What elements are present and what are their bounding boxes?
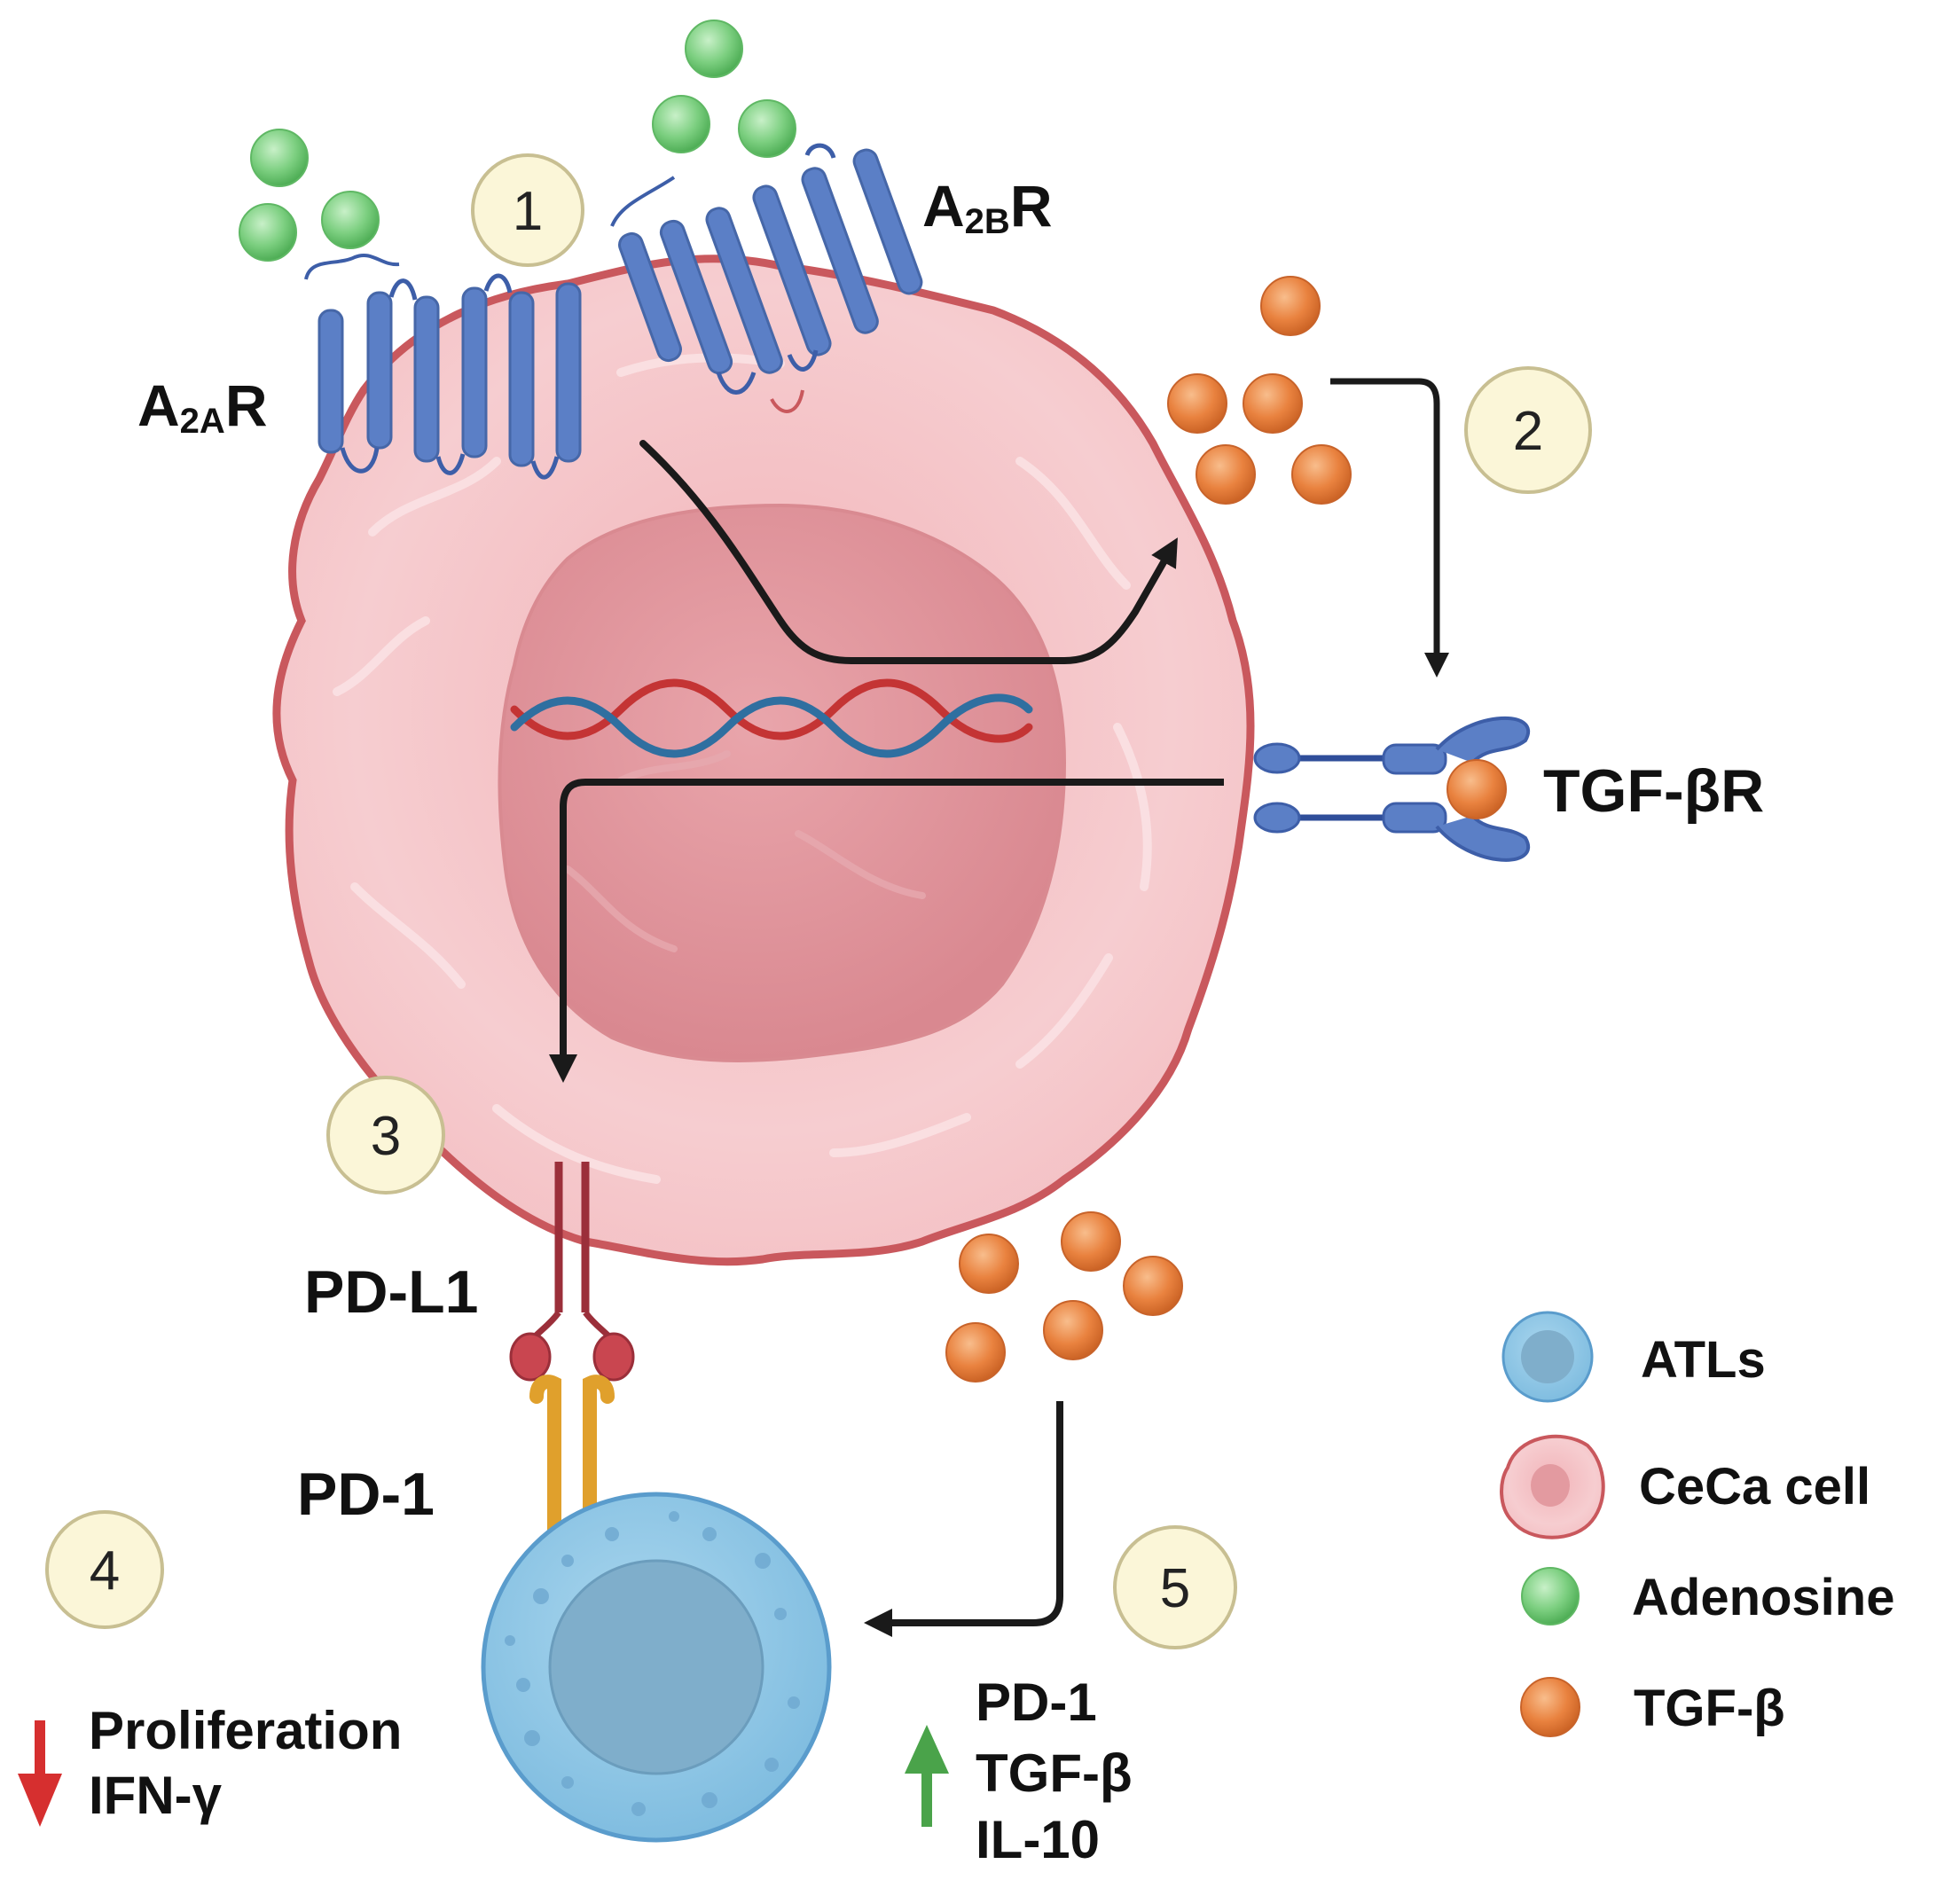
adenosine-cluster-right: [652, 20, 796, 158]
pdl1-label: PD-L1: [304, 1258, 478, 1326]
adenosine-icon: [1521, 1567, 1580, 1625]
a2ar-label: A2AR: [137, 372, 267, 441]
step-2-label: 2: [1513, 401, 1543, 462]
legend-adenosine-label: Adenosine: [1632, 1569, 1895, 1626]
down-arrow-icon: [18, 1720, 62, 1827]
atl-cell-icon: [1501, 1311, 1594, 1403]
pd1-label: PD-1: [297, 1461, 435, 1528]
arrow-tgfb-to-receptor: [1330, 378, 1449, 678]
step-4-badge: 4: [45, 1510, 164, 1629]
arrow-adenosine-to-tgfb: [639, 440, 1178, 664]
tgfb-cluster-secreted: [1167, 276, 1352, 505]
nucleus-texture: [564, 750, 926, 952]
atl-cell: [481, 1492, 832, 1843]
step-3-label: 3: [371, 1106, 401, 1167]
arrow-receptor-to-pdl1: [549, 779, 1224, 1083]
pdl1-molecule: [509, 1162, 635, 1382]
up-arrow-icon: [905, 1725, 949, 1827]
legend-atls-label: ATLs: [1641, 1331, 1766, 1389]
tgfb-receptor: [1253, 717, 1530, 862]
adenosine-cluster-left: [239, 129, 380, 262]
arrow-tgfb-to-atl: [864, 1401, 1063, 1637]
effect-pd1-up: PD-1: [976, 1672, 1097, 1732]
step-1-label: 1: [513, 181, 543, 242]
effect-tgfb-up: TGF-β: [976, 1743, 1133, 1803]
tgfbr-label: TGF-βR: [1543, 757, 1764, 825]
effect-proliferation: Proliferation: [89, 1701, 403, 1760]
step-3-badge: 3: [326, 1076, 445, 1195]
step-2-badge: 2: [1464, 366, 1592, 494]
a2br-label: A2BR: [922, 173, 1052, 241]
step-5-badge: 5: [1113, 1525, 1237, 1649]
tgfb-cluster-lower: [945, 1211, 1183, 1383]
cytoplasm-texture: [333, 353, 1152, 1184]
step-5-label: 5: [1160, 1558, 1190, 1619]
legend-tgfb-label: TGF-β: [1634, 1680, 1785, 1737]
tgfb-icon: [1520, 1677, 1580, 1737]
effect-il10-up: IL-10: [976, 1810, 1101, 1869]
step-1-badge: 1: [471, 153, 584, 267]
legend-ceca-label: CeCa cell: [1639, 1458, 1871, 1516]
effect-ifn-gamma: IFN-γ: [89, 1766, 222, 1825]
ceca-cell-icon: [1500, 1434, 1605, 1539]
step-4-label: 4: [90, 1540, 120, 1602]
a2b-receptor: [610, 143, 923, 413]
dna-helix-icon: [510, 678, 1033, 758]
a2a-receptor: [304, 254, 582, 480]
pd1-molecule: [529, 1375, 615, 1550]
